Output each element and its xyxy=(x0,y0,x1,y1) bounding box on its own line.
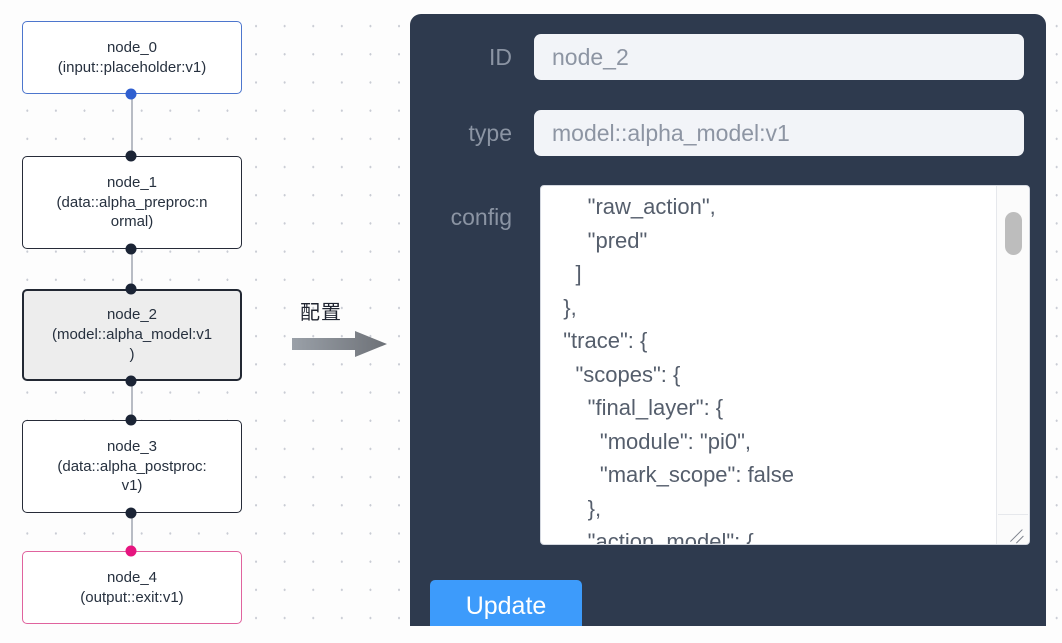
graph-node-node_2[interactable]: node_2 (model::alpha_model:v1 ) xyxy=(22,289,242,381)
id-field-label: ID xyxy=(489,43,512,70)
node-handle-node_3-bottom[interactable] xyxy=(125,507,137,519)
config-field-label: config xyxy=(450,204,512,230)
edge-node1-node2 xyxy=(131,249,133,289)
edge-node3-node4 xyxy=(131,513,133,551)
id-field-row: ID xyxy=(410,34,1024,80)
graph-node-node_1[interactable]: node_1 (data::alpha_preproc:n ormal) xyxy=(22,156,242,249)
config-scrollbar-thumb[interactable] xyxy=(1005,212,1022,255)
config-textarea[interactable]: "raw_action", "pred" ] }, "trace": { "sc… xyxy=(541,186,996,544)
type-input[interactable] xyxy=(534,110,1024,156)
graph-node-node_0[interactable]: node_0 (input::placeholder:v1) xyxy=(22,21,242,94)
type-field-label: type xyxy=(468,119,512,146)
node-config-panel: ID type config "raw_action", "pred" ] },… xyxy=(410,14,1046,626)
id-input[interactable] xyxy=(534,34,1024,80)
config-textarea-resize-handle[interactable] xyxy=(998,514,1028,543)
graph-node-node_3[interactable]: node_3 (data::alpha_postproc: v1) xyxy=(22,420,242,513)
node-handle-node_1-bottom[interactable] xyxy=(125,243,137,255)
node-handle-node_3-top[interactable] xyxy=(125,414,137,426)
node-handle-node_2-bottom[interactable] xyxy=(125,375,137,387)
config-textarea-wrapper: "raw_action", "pred" ] }, "trace": { "sc… xyxy=(540,185,1030,545)
update-button[interactable]: Update xyxy=(430,580,582,626)
edge-node0-node1 xyxy=(131,94,133,156)
node-handle-node_1-top[interactable] xyxy=(125,150,137,162)
node-handle-node_4-top[interactable] xyxy=(125,545,137,557)
annotation-arrow-group: 配置 xyxy=(292,296,398,360)
node-handle-node_2-top[interactable] xyxy=(125,283,137,295)
right-arrow-icon xyxy=(292,331,387,357)
edge-node2-node3 xyxy=(131,381,133,420)
graph-node-node_4[interactable]: node_4 (output::exit:v1) xyxy=(22,551,242,624)
config-textarea-scrollbar[interactable] xyxy=(996,186,1029,544)
node-handle-node_0-bottom[interactable] xyxy=(125,88,137,100)
annotation-label: 配置 xyxy=(300,302,342,324)
type-field-row: type xyxy=(410,110,1024,156)
